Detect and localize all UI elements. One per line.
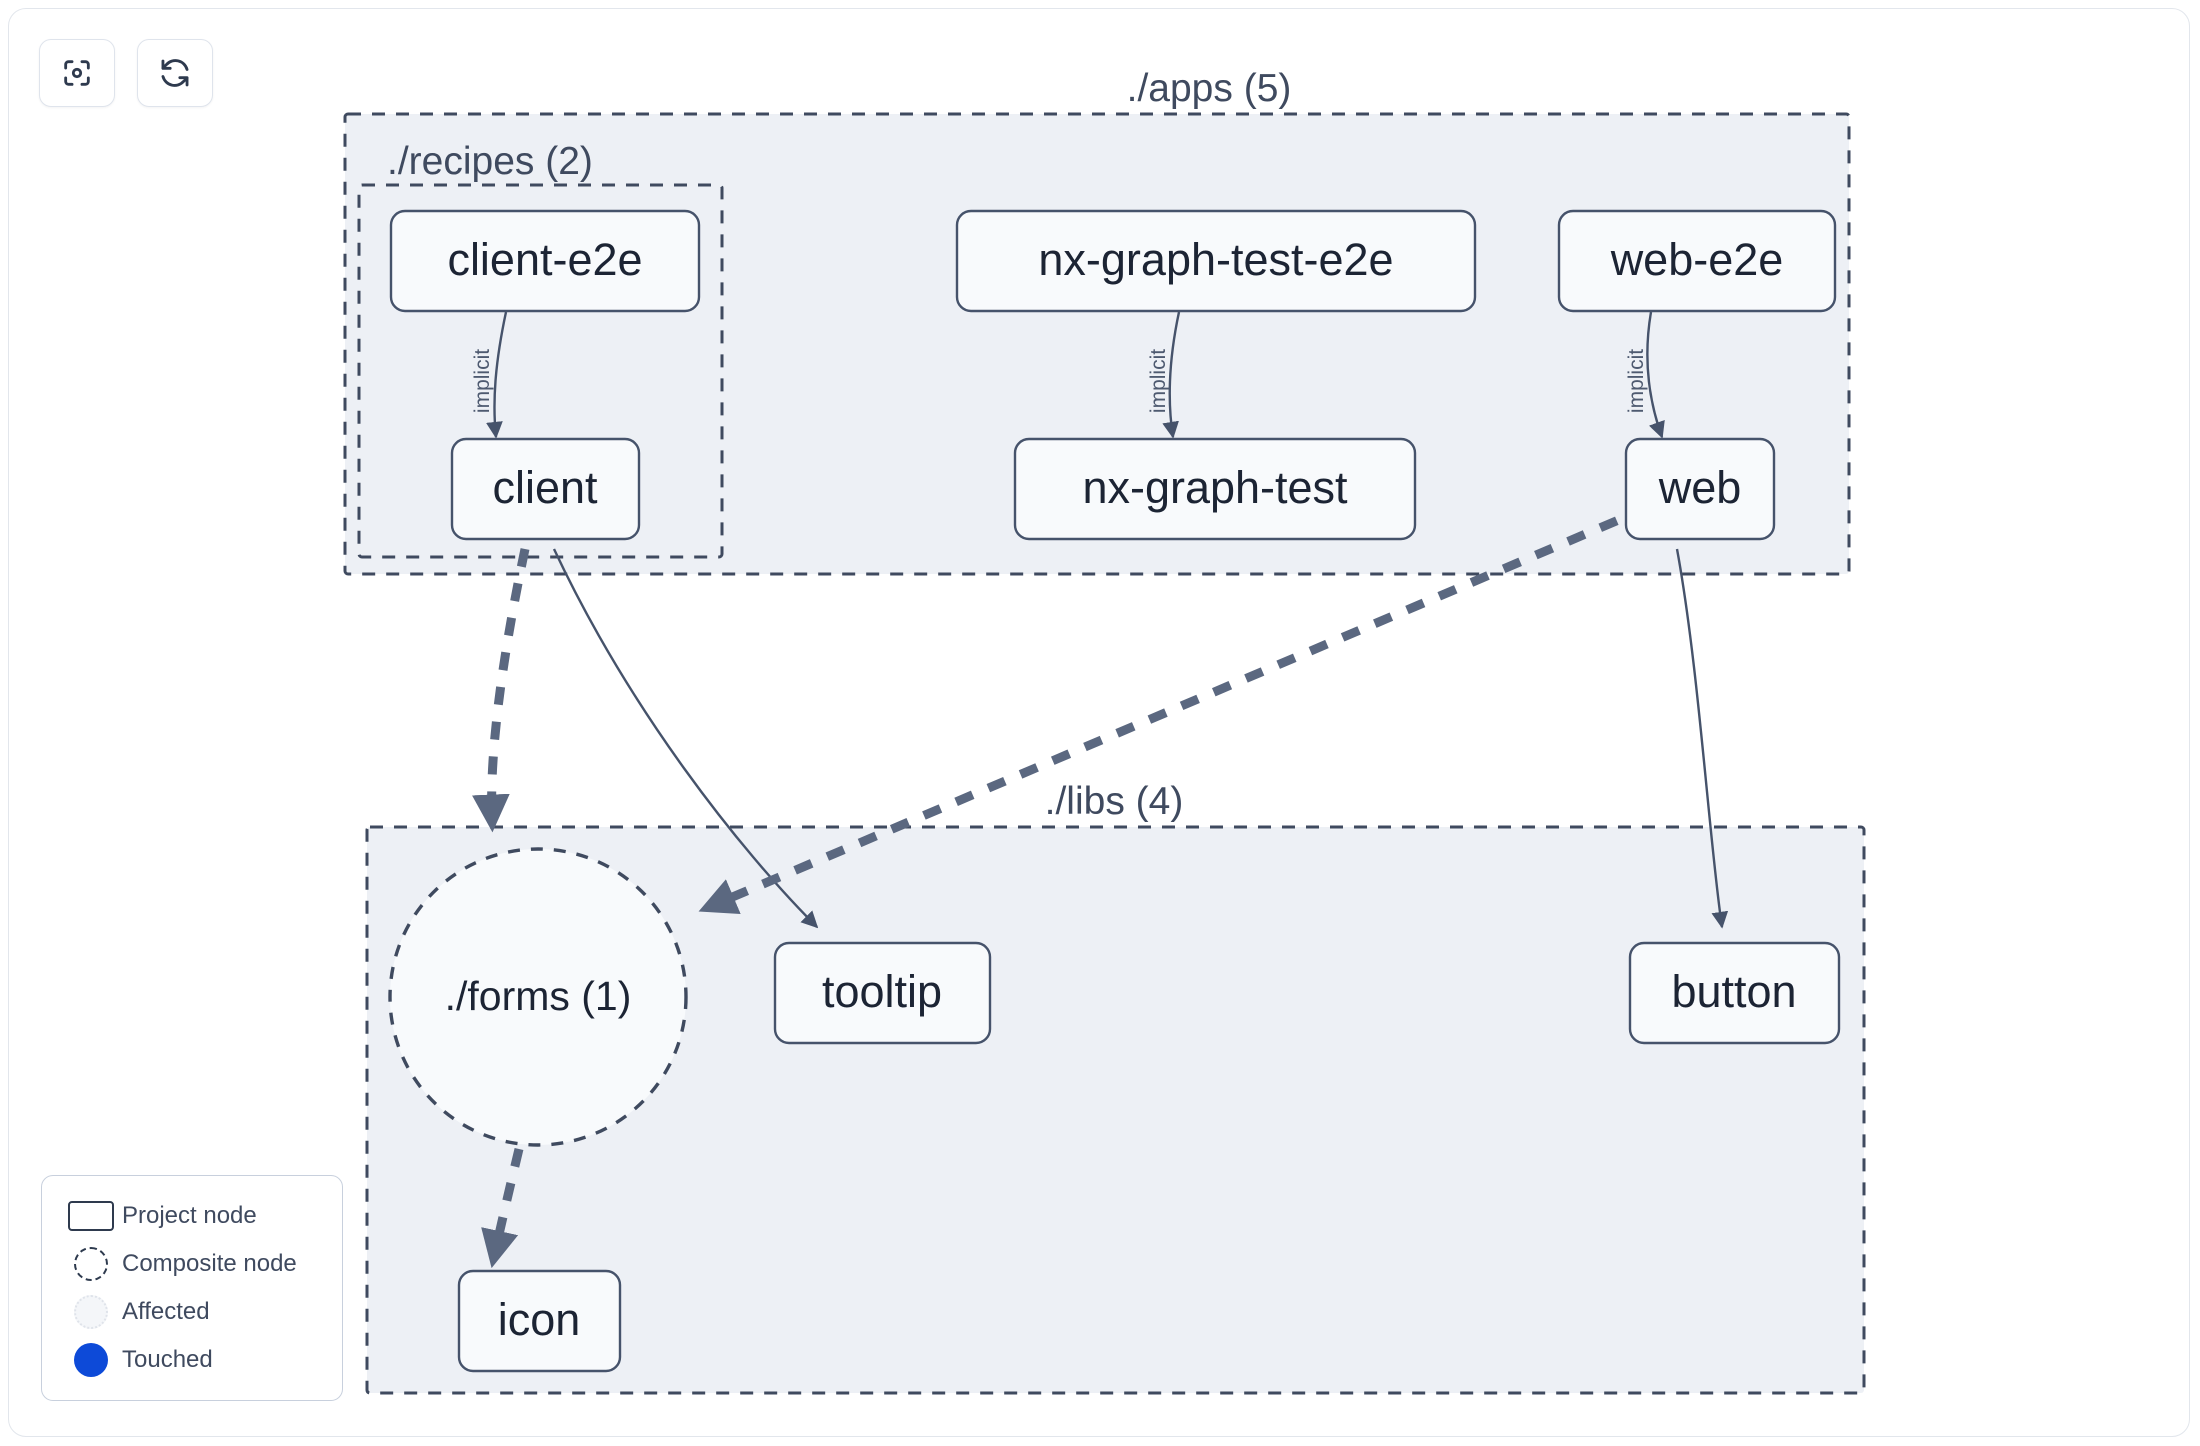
edge-client-to-forms[interactable] [472,548,530,833]
group-recipes[interactable]: ./recipes (2) [357,140,724,559]
legend-label-project: Project node [122,1202,257,1229]
node-label-nx-graph-test: nx-graph-test [1082,462,1348,513]
edge-nxgraphteste2e-to-nxgraphtest[interactable]: implicit [1147,311,1181,439]
focus-graph-button[interactable] [39,39,115,107]
edge-web-to-forms[interactable] [698,502,1651,915]
node-label-web-e2e: web-e2e [1610,234,1784,285]
node-client-e2e[interactable]: client-e2e [389,209,701,313]
node-web[interactable]: web [1624,437,1776,541]
touched-node-icon [60,1343,122,1377]
group-libs-label: ./libs (4) [1045,780,1184,823]
node-label-tooltip: tooltip [822,966,942,1017]
node-forms-composite[interactable]: ./forms (1) [388,847,688,1147]
edge-forms-to-icon[interactable] [481,1147,524,1269]
focus-scan-icon [60,56,94,90]
node-label-client-e2e: client-e2e [447,234,642,285]
edge-label-implicit-3: implicit [1625,349,1648,413]
refresh-icon [158,56,192,90]
node-label-client: client [492,462,598,513]
node-nx-graph-test[interactable]: nx-graph-test [1013,437,1417,541]
composite-node-icon [60,1247,122,1281]
legend-item-touched: Touched [60,1336,324,1384]
edge-client-to-tooltip[interactable] [552,548,819,929]
node-tooltip[interactable]: tooltip [773,941,992,1045]
affected-node-icon [60,1295,122,1329]
graph-canvas[interactable]: ./apps (5) ./recipes (2) ./libs (4) impl… [8,8,2190,1437]
node-label-web: web [1658,462,1742,513]
graph-toolbar [39,39,213,107]
edge-label-implicit-2: implicit [1147,349,1170,413]
edge-label-implicit-1: implicit [471,349,494,413]
edge-web-to-button[interactable] [1675,548,1729,929]
legend-item-composite: Composite node [60,1240,324,1288]
node-label-icon: icon [498,1294,581,1345]
group-apps-label: ./apps (5) [1127,67,1292,110]
node-icon[interactable]: icon [457,1269,622,1373]
legend-label-affected: Affected [122,1298,210,1325]
edge-webe2e-to-web[interactable]: implicit [1625,311,1665,439]
legend-item-project: Project node [60,1192,324,1240]
node-label-forms: ./forms (1) [445,973,632,1019]
refresh-graph-button[interactable] [137,39,213,107]
node-label-nx-graph-test-e2e: nx-graph-test-e2e [1038,234,1393,285]
group-libs[interactable]: ./libs (4) [365,780,1866,1395]
node-client[interactable]: client [450,437,641,541]
project-node-icon [60,1201,122,1231]
node-nx-graph-test-e2e[interactable]: nx-graph-test-e2e [955,209,1477,313]
project-graph-svg[interactable]: ./apps (5) ./recipes (2) ./libs (4) impl… [9,9,2190,1437]
legend-label-composite: Composite node [122,1250,297,1277]
legend-label-touched: Touched [122,1346,213,1373]
node-button[interactable]: button [1628,941,1841,1045]
node-label-button: button [1671,966,1796,1017]
legend-item-affected: Affected [60,1288,324,1336]
group-recipes-label: ./recipes (2) [387,140,593,183]
graph-legend: Project node Composite node Affected Tou… [41,1175,343,1401]
edge-client-e2e-to-client[interactable]: implicit [471,311,508,439]
